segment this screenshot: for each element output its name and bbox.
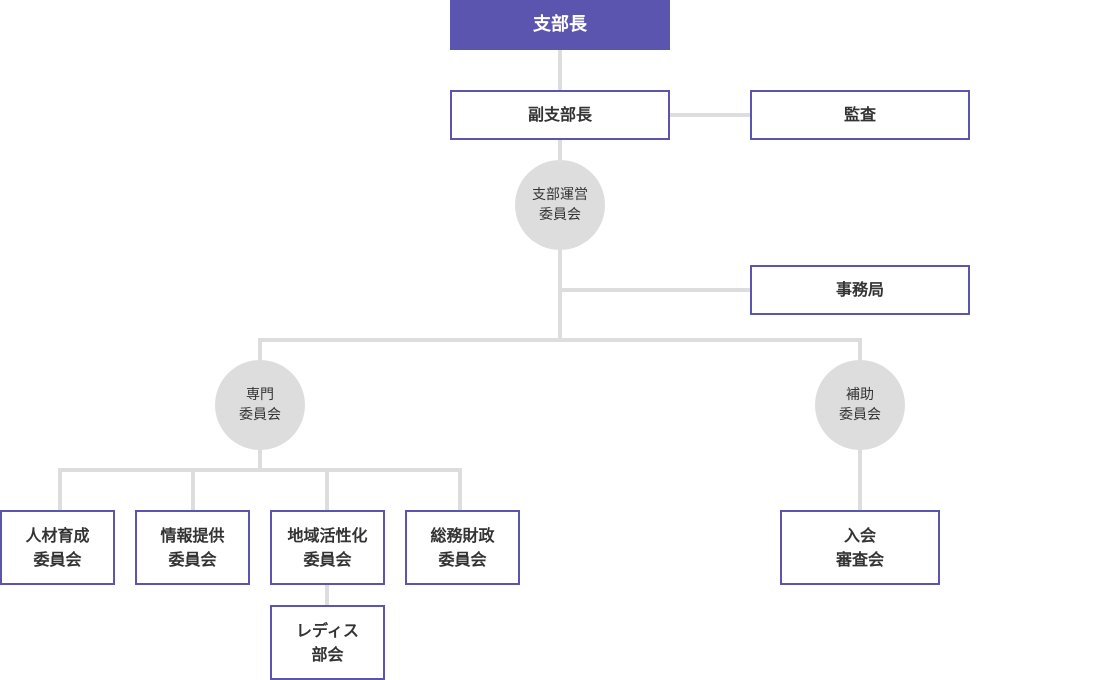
branch-manager-box: 支部長 [450,0,670,50]
regional-revitalization-committee-box: 地域活性化 委員会 [270,510,385,585]
support-committee-circle: 補助 委員会 [815,360,905,450]
ladies-division-line2: 部会 [311,644,344,664]
connector-to-support [858,338,862,360]
information-line2: 委員会 [168,549,217,569]
connector-vice-steering [558,140,562,160]
general-finance-committee-box: 総務財政 委員会 [405,510,520,585]
connector-to-info [191,468,195,510]
admission-review-line1: 入会 [843,525,876,545]
admission-review-box: 入会 審査会 [780,510,940,585]
branch-manager-label: 支部長 [533,14,587,35]
specialized-committee-line1: 専門 [246,387,274,403]
connector-to-hr-dev [58,468,62,510]
audit-box: 監査 [750,90,970,140]
connector-sub-bar [58,468,462,472]
support-committee-line2: 委員会 [839,407,881,423]
hr-development-line2: 委員会 [33,549,82,569]
audit-label: 監査 [843,105,876,124]
secretariat-box: 事務局 [750,265,970,315]
connector-committee-bar [258,338,862,342]
specialized-committee-line2: 委員会 [239,407,281,423]
connector-to-specialized [258,338,262,360]
connector-regional-ladies [325,585,329,605]
hr-development-committee-box: 人材育成 委員会 [0,510,115,585]
connector-to-regional [325,468,329,510]
ladies-division-box: レディス 部会 [270,605,385,680]
secretariat-label: 事務局 [835,280,884,299]
regional-revitalization-line1: 地域活性化 [287,525,368,545]
vice-branch-manager-label: 副支部長 [527,105,592,124]
connector-specialized-down [258,450,262,470]
connector-secretariat [560,288,750,292]
general-finance-line2: 委員会 [438,549,487,569]
support-committee-line1: 補助 [846,387,874,403]
admission-review-line2: 審査会 [835,549,884,569]
steering-committee-line1: 支部運営 [532,187,588,203]
vice-branch-manager-box: 副支部長 [450,90,670,140]
connector-support-admission [858,450,862,510]
connector-steering-down [558,250,562,340]
steering-committee-circle: 支部運営 委員会 [515,160,605,250]
connector-head-vice [558,50,562,90]
connector-to-finance [458,468,462,510]
regional-revitalization-line2: 委員会 [303,549,352,569]
information-committee-box: 情報提供 委員会 [135,510,250,585]
connector-vice-audit [670,113,750,117]
specialized-committee-circle: 専門 委員会 [215,360,305,450]
general-finance-line1: 総務財政 [430,525,495,545]
hr-development-line1: 人材育成 [25,525,90,545]
information-line1: 情報提供 [160,525,225,545]
steering-committee-line2: 委員会 [539,207,581,223]
ladies-division-line1: レディス [296,620,359,640]
